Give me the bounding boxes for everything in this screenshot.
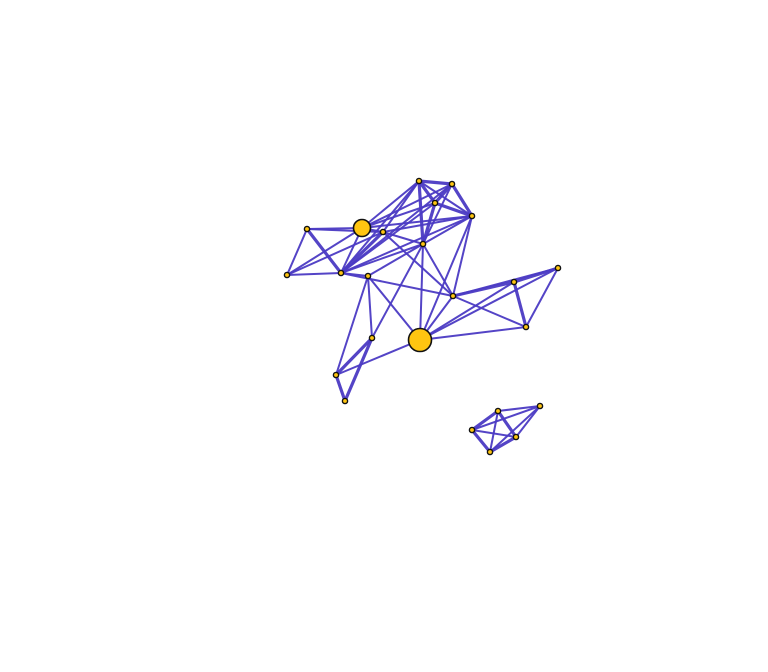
edge-n19-n22	[496, 409, 518, 439]
edge-n7-n10	[305, 227, 343, 275]
edge-hub-a-n2	[361, 183, 453, 229]
edge-n1-n2	[417, 179, 454, 186]
node-n22[interactable]	[512, 433, 520, 441]
edge-n5-n11	[367, 243, 424, 277]
edge-n9-n4	[382, 215, 473, 233]
node-n7[interactable]	[303, 225, 311, 233]
node-n21[interactable]	[468, 426, 476, 434]
edge-n20-n21	[471, 405, 541, 431]
edge-n10-n2	[340, 183, 453, 274]
node-n16[interactable]	[510, 278, 518, 286]
edge-n3-n4	[433, 201, 474, 218]
node-n3[interactable]	[431, 199, 439, 207]
node-n19[interactable]	[494, 407, 502, 415]
node-n10[interactable]	[337, 269, 345, 277]
edge-hub-a-n1	[361, 180, 420, 229]
node-n20[interactable]	[536, 402, 544, 410]
edge-n19-n23	[489, 410, 499, 453]
node-n1[interactable]	[415, 177, 423, 185]
node-n23[interactable]	[486, 448, 494, 456]
node-n18[interactable]	[522, 323, 530, 331]
node-hub-a[interactable]	[352, 218, 372, 238]
graph-edges	[286, 179, 560, 454]
edge-n11-n14	[335, 275, 369, 376]
node-n2[interactable]	[448, 180, 456, 188]
edge-n11-n13	[367, 275, 373, 339]
edge-n21-n22	[471, 429, 517, 438]
edge-hub-b-n18	[419, 326, 527, 341]
edge-n5-n13	[371, 243, 424, 339]
edge-hub-b-n16	[419, 281, 515, 341]
edge-n2-n4	[450, 182, 474, 218]
node-n8[interactable]	[283, 271, 291, 279]
edge-n8-n9	[286, 231, 384, 276]
edge-n7-n8	[286, 228, 308, 276]
edge-n22-n23	[488, 435, 518, 454]
edge-n13-n14	[334, 336, 374, 377]
node-n5[interactable]	[419, 240, 427, 248]
edge-n19-n20	[497, 405, 541, 412]
edge-n4-n5	[422, 215, 473, 245]
graph-nodes	[283, 177, 562, 456]
edge-n10-n12	[340, 272, 454, 297]
edge-n9-n1	[382, 180, 420, 233]
edge-n10-n5	[340, 243, 424, 274]
node-n11[interactable]	[364, 272, 372, 280]
edge-n16-n17	[512, 266, 560, 284]
edge-n17-n18	[525, 267, 559, 328]
edge-n2-n5	[422, 183, 453, 245]
node-hub-b[interactable]	[407, 327, 433, 353]
edge-n11-hub-b	[367, 275, 421, 341]
edge-n21-n23	[470, 428, 492, 454]
edge-n10-n1	[340, 180, 420, 274]
node-n12[interactable]	[449, 292, 457, 300]
edge-hub-b-n4	[419, 215, 473, 341]
edge-n12-n18	[452, 295, 527, 328]
edge-n5-hub-b	[419, 243, 424, 341]
edge-n10-n4	[340, 215, 473, 274]
edge-n9-n12	[382, 231, 454, 297]
node-n14[interactable]	[332, 371, 340, 379]
edge-n20-n22	[515, 405, 541, 438]
edge-n8-n10	[286, 272, 342, 276]
edge-n12-n4	[452, 215, 473, 297]
edge-n20-n23	[489, 405, 541, 453]
node-n9[interactable]	[379, 228, 387, 236]
edge-n10-n11	[340, 272, 369, 277]
edge-hub-b-n17	[419, 267, 559, 341]
edge-n14-n15	[334, 373, 347, 403]
edge-n16-n18	[512, 280, 528, 329]
node-n15[interactable]	[341, 397, 349, 405]
edge-hub-b-n14	[335, 339, 421, 376]
node-n17[interactable]	[554, 264, 562, 272]
node-n4[interactable]	[468, 212, 476, 220]
node-n13[interactable]	[368, 334, 376, 342]
edge-n19-n21	[470, 409, 500, 432]
edge-n5-n12	[422, 243, 454, 297]
edge-n13-n15	[343, 336, 374, 403]
